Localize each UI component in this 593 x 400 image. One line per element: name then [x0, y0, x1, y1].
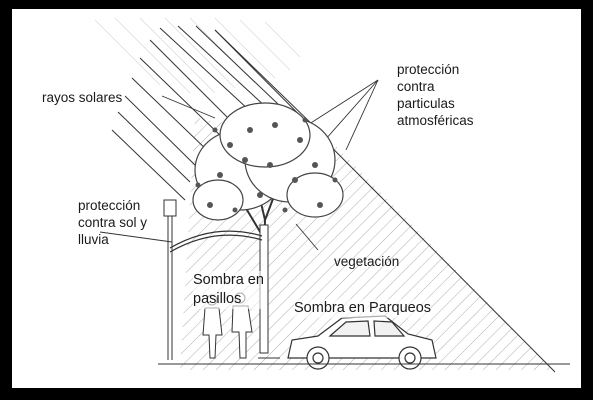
shelter	[163, 199, 263, 360]
label-sombra-parqueos: Sombra en Parqueos	[294, 299, 432, 318]
label-vegetacion: vegetación	[334, 254, 400, 269]
label-sombra-pasillos: Sombra en pasillos	[193, 271, 264, 309]
sky-hatch	[94, 17, 301, 94]
label-proteccion-sol-lluvia: protección contra sol y lluvia	[78, 198, 148, 247]
label-proteccion-particulas: protección contra particulas atmosférica…	[397, 62, 474, 128]
label-rayos-solares: rayos solares	[42, 90, 123, 105]
car	[287, 315, 437, 370]
protection-diagonal	[214, 29, 556, 373]
diagram-canvas	[94, 17, 570, 373]
tree	[192, 102, 344, 354]
